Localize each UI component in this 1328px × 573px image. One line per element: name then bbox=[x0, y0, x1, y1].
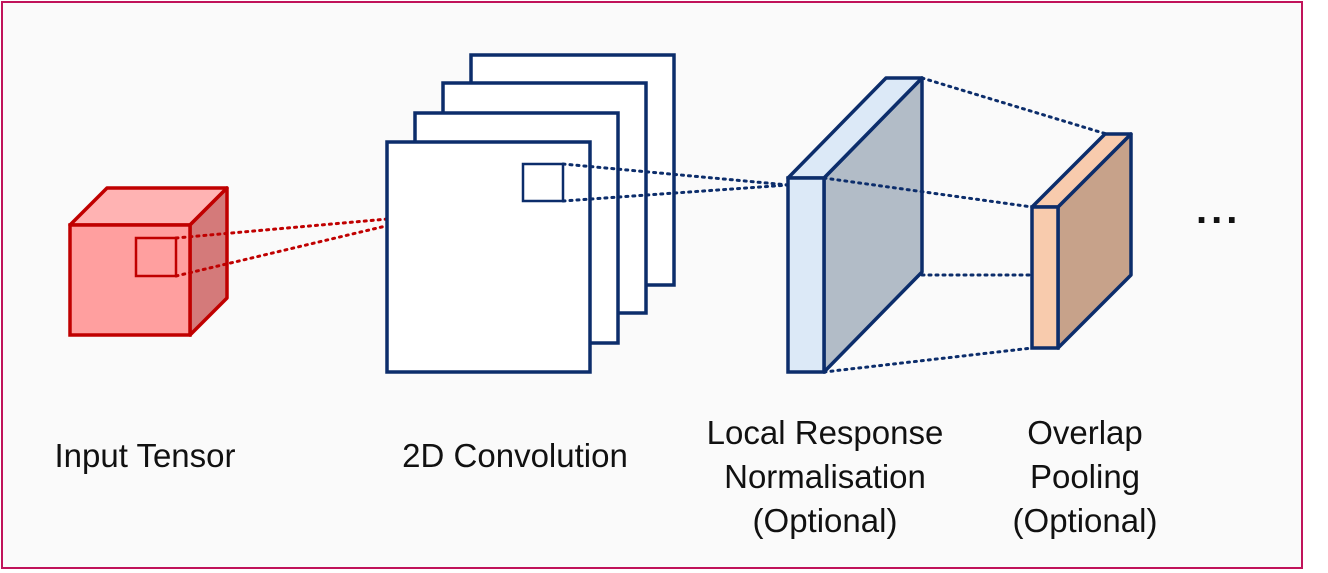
feature-map-1 bbox=[385, 140, 592, 374]
lrn-slab bbox=[786, 76, 924, 374]
connector-bottom bbox=[822, 346, 1034, 374]
input-tensor-label: Input Tensor bbox=[30, 434, 260, 478]
pooling-label: Overlap Pooling (Optional) bbox=[985, 411, 1185, 543]
continuation-ellipsis: ... bbox=[1196, 188, 1242, 232]
input-receptive-field bbox=[134, 236, 178, 278]
lrn-slab-front bbox=[786, 176, 826, 374]
pooling-label-line-1: Overlap bbox=[1027, 414, 1143, 451]
connector-top bbox=[920, 76, 1115, 138]
conv-projection-line-top bbox=[561, 162, 790, 187]
pooling-label-line-2: Pooling bbox=[1029, 458, 1141, 495]
pooling-slab bbox=[1030, 132, 1133, 350]
pooling-label-line-3: (Optional) bbox=[1012, 502, 1158, 539]
input-cube-front bbox=[68, 223, 192, 337]
pooling-slab-front bbox=[1030, 205, 1060, 350]
conv-projection-line-bottom bbox=[561, 183, 790, 203]
lrn-to-pooling-connectors bbox=[822, 76, 1115, 374]
input-projection-line-top bbox=[174, 213, 434, 240]
conv-receptive-field bbox=[521, 162, 565, 203]
convolution-label-text: 2D Convolution bbox=[402, 437, 628, 474]
lrn-label: Local Response Normalisation (Optional) bbox=[690, 411, 960, 543]
convolution-feature-maps bbox=[385, 53, 790, 374]
convolution-label: 2D Convolution bbox=[385, 434, 645, 478]
lrn-label-line-2: Normalisation bbox=[724, 458, 926, 495]
input-tensor-label-text: Input Tensor bbox=[54, 437, 236, 474]
connector-upper bbox=[822, 176, 1034, 209]
lrn-label-line-1: Local Response bbox=[706, 414, 944, 451]
lrn-label-line-3: (Optional) bbox=[752, 502, 898, 539]
input-tensor-cube bbox=[68, 186, 434, 337]
